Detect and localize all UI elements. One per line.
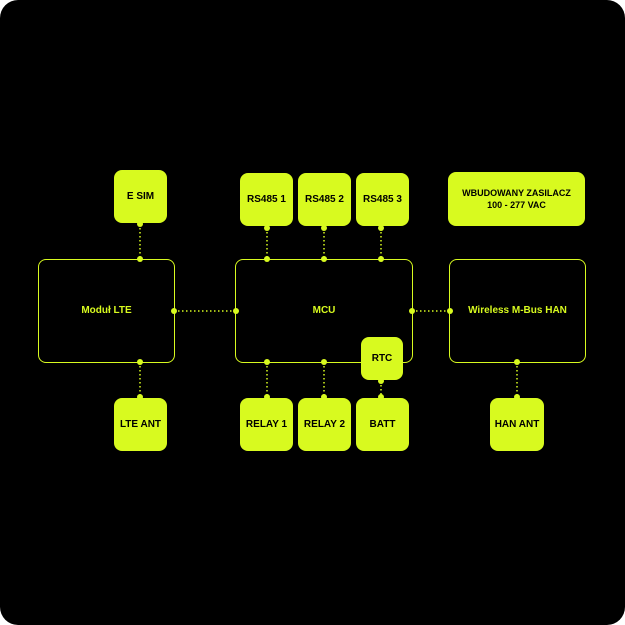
- block-rs485-2-label: RS485 2: [305, 193, 344, 205]
- dot: [233, 308, 239, 314]
- block-zasilacz-line1: WBUDOWANY ZASILACZ: [462, 187, 571, 198]
- block-lte-ant: LTE ANT: [114, 398, 167, 451]
- block-zasilacz: WBUDOWANY ZASILACZ 100 - 277 VAC: [448, 172, 585, 226]
- block-rtc-label: RTC: [371, 352, 393, 364]
- block-han-ant: HAN ANT: [490, 398, 544, 451]
- block-batt-label: BATT: [369, 418, 396, 430]
- block-rs485-2: RS485 2: [298, 173, 351, 226]
- dot: [447, 308, 453, 314]
- block-mcu: MCU: [235, 259, 413, 363]
- block-mbus-han-label: Wireless M-Bus HAN: [468, 305, 567, 317]
- block-han-ant-label: HAN ANT: [494, 418, 540, 430]
- block-relay-1-label: RELAY 1: [245, 418, 288, 430]
- block-relay-2: RELAY 2: [298, 398, 351, 451]
- dot: [264, 225, 270, 231]
- dot: [378, 225, 384, 231]
- block-mbus-han: Wireless M-Bus HAN: [449, 259, 586, 363]
- block-relay-1: RELAY 1: [240, 398, 293, 451]
- block-esim: E SIM: [114, 170, 167, 223]
- block-rs485-3: RS485 3: [356, 173, 409, 226]
- block-modul-lte-label: Moduł LTE: [81, 305, 132, 317]
- block-batt: BATT: [356, 398, 409, 451]
- block-modul-lte: Moduł LTE: [38, 259, 175, 363]
- block-rs485-1-label: RS485 1: [247, 193, 286, 205]
- block-lte-ant-label: LTE ANT: [119, 418, 162, 430]
- block-rtc: RTC: [361, 337, 403, 380]
- block-rs485-3-label: RS485 3: [363, 193, 402, 205]
- block-zasilacz-line2: 100 - 277 VAC: [487, 200, 546, 210]
- block-mcu-label: MCU: [312, 305, 336, 317]
- block-esim-label: E SIM: [126, 190, 155, 202]
- dot: [321, 225, 327, 231]
- block-rs485-1: RS485 1: [240, 173, 293, 226]
- block-relay-2-label: RELAY 2: [303, 418, 346, 430]
